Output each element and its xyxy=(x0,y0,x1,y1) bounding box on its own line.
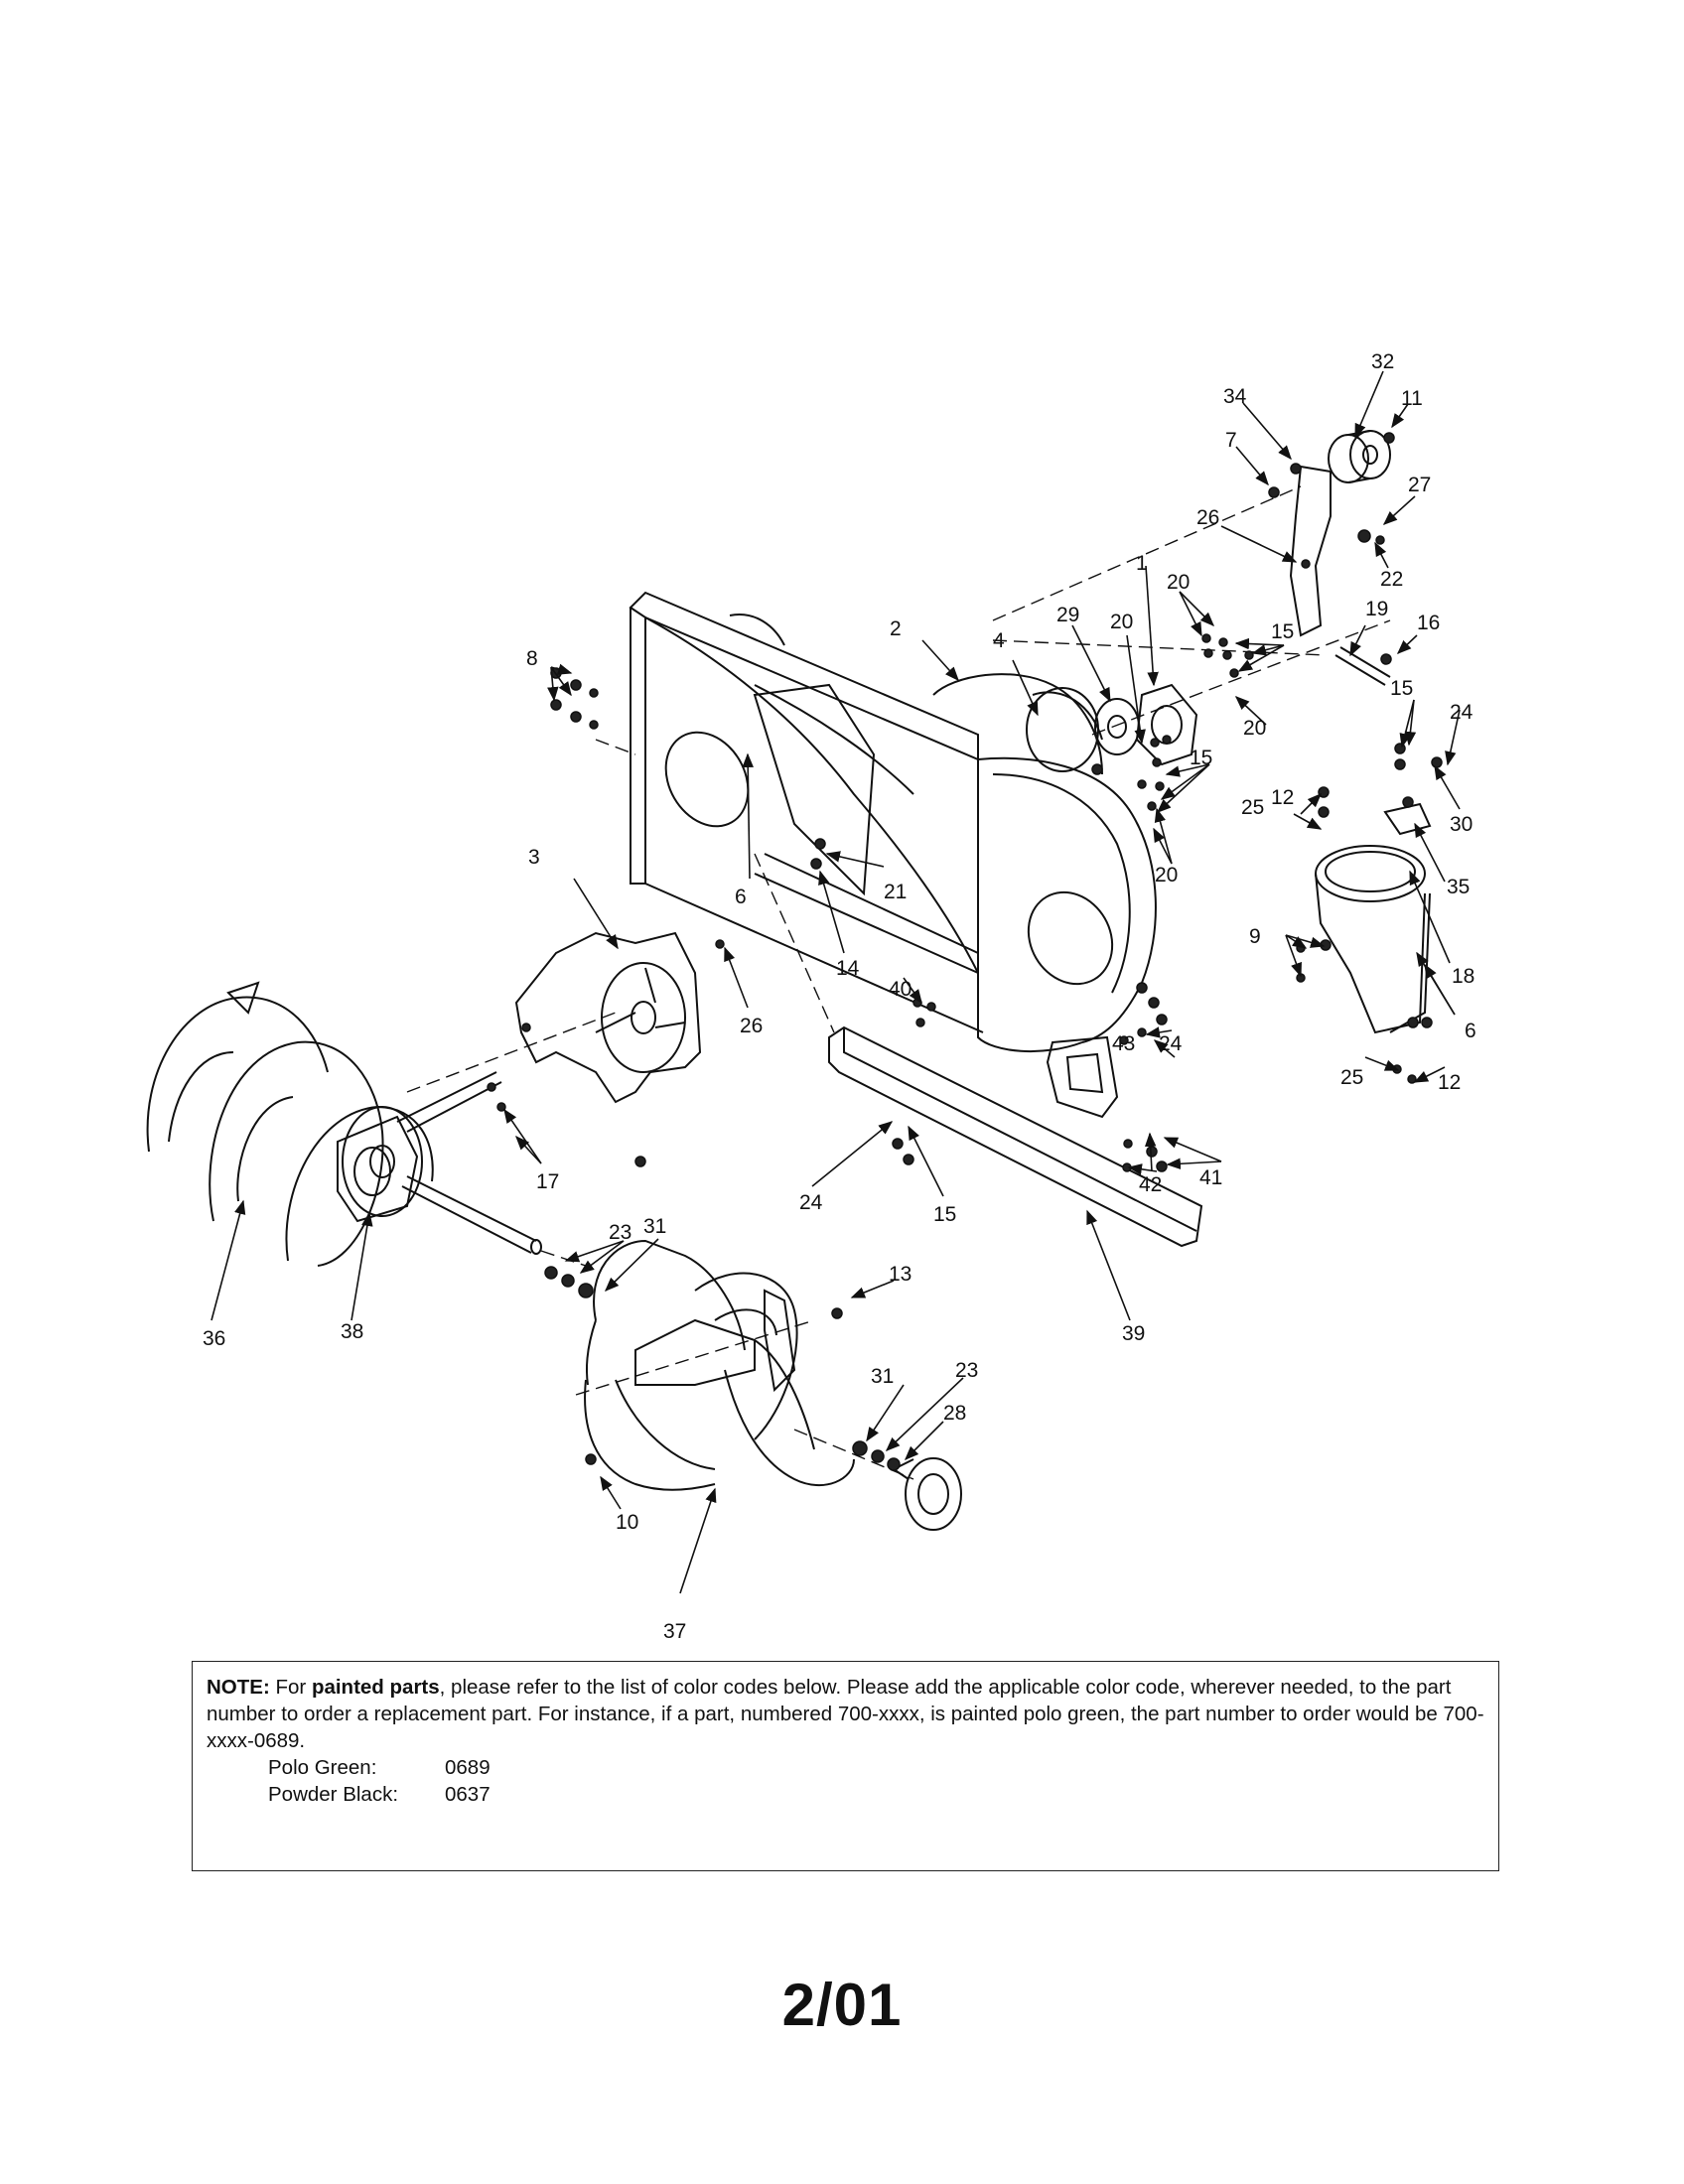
callout-6: 6 xyxy=(735,886,747,908)
callout-43: 43 xyxy=(1112,1032,1135,1055)
callout-29: 29 xyxy=(1056,604,1079,626)
callout-38: 38 xyxy=(341,1320,363,1343)
note-label: NOTE: xyxy=(207,1676,270,1699)
color-code-row: Powder Black: 0637 xyxy=(268,1781,1484,1808)
page-number: 2/01 xyxy=(781,1972,903,2038)
callout-18: 18 xyxy=(1452,965,1474,988)
left-auger xyxy=(146,981,434,1267)
leader-lines xyxy=(210,370,1461,1594)
color-code: 0689 xyxy=(445,1756,491,1779)
color-code-row: Polo Green: 0689 xyxy=(268,1754,1484,1781)
impeller-bearing-assembly xyxy=(1094,683,1198,766)
callout-39: 39 xyxy=(1122,1322,1145,1345)
callout-34: 34 xyxy=(1223,385,1247,408)
callout-13: 13 xyxy=(889,1263,912,1286)
color-code: 0637 xyxy=(445,1783,491,1806)
callout-labels: 32 34 11 7 27 26 22 1 20 19 29 20 15 16 … xyxy=(203,350,1476,1643)
callout-42: 42 xyxy=(1139,1173,1162,1196)
callout-2: 2 xyxy=(890,617,902,640)
callout-15: 15 xyxy=(1190,747,1212,769)
callout-37: 37 xyxy=(663,1620,686,1643)
callout-7: 7 xyxy=(1225,429,1237,452)
callout-40: 40 xyxy=(889,978,912,1001)
callout-27: 27 xyxy=(1408,474,1431,496)
callout-41: 41 xyxy=(1199,1166,1222,1189)
callout-21: 21 xyxy=(884,881,907,903)
callout-20: 20 xyxy=(1243,717,1266,740)
callout-15: 15 xyxy=(1390,677,1413,700)
shave-plate xyxy=(828,1025,1203,1248)
callout-35: 35 xyxy=(1447,876,1470,898)
callout-36: 36 xyxy=(203,1327,225,1350)
impeller xyxy=(514,931,702,1104)
note-paragraph: NOTE: For painted parts, please refer to… xyxy=(207,1674,1484,1754)
callout-31: 31 xyxy=(643,1215,666,1238)
callout-4: 4 xyxy=(993,629,1005,652)
callout-23: 23 xyxy=(955,1359,978,1382)
note-emphasis: painted parts xyxy=(311,1676,440,1699)
color-name: Polo Green: xyxy=(268,1756,377,1779)
callout-22: 22 xyxy=(1380,568,1403,591)
gear-box xyxy=(337,1115,419,1223)
idler-bracket-pulley xyxy=(1289,430,1391,686)
skid-shoe xyxy=(1046,1035,1119,1119)
callout-3: 3 xyxy=(528,846,540,869)
callout-9: 9 xyxy=(1249,925,1261,948)
callout-16: 16 xyxy=(1417,612,1440,634)
color-name: Powder Black: xyxy=(268,1783,399,1806)
callout-14: 14 xyxy=(836,957,860,980)
painted-parts-note: NOTE: For painted parts, please refer to… xyxy=(192,1661,1499,1871)
callout-24: 24 xyxy=(799,1191,823,1214)
callout-19: 19 xyxy=(1365,598,1388,620)
note-text: For xyxy=(269,1676,312,1699)
callout-23: 23 xyxy=(609,1221,632,1244)
note-text: , please refer to the list of color code… xyxy=(207,1676,1484,1752)
auger-housing xyxy=(629,591,1157,1052)
exploded-parts-diagram: 32 34 11 7 27 26 22 1 20 19 29 20 15 16 … xyxy=(146,350,1476,1643)
callout-25: 25 xyxy=(1241,796,1264,819)
callout-1: 1 xyxy=(1136,552,1148,575)
callout-24: 24 xyxy=(1450,701,1474,724)
hardware xyxy=(487,432,1443,1471)
callout-28: 28 xyxy=(943,1402,966,1425)
callout-6: 6 xyxy=(1465,1020,1476,1042)
callout-17: 17 xyxy=(536,1170,559,1193)
callout-26: 26 xyxy=(740,1015,763,1037)
auger-shaft xyxy=(396,1071,542,1255)
callout-20: 20 xyxy=(1167,571,1190,594)
callout-32: 32 xyxy=(1371,350,1394,373)
bearing-housing xyxy=(892,1457,962,1531)
callout-30: 30 xyxy=(1450,813,1473,836)
callout-12: 12 xyxy=(1271,786,1294,809)
callout-8: 8 xyxy=(526,647,538,670)
callout-20: 20 xyxy=(1155,864,1178,887)
callout-15: 15 xyxy=(1271,620,1294,643)
callout-26: 26 xyxy=(1196,506,1219,529)
callout-12: 12 xyxy=(1438,1071,1461,1094)
callout-31: 31 xyxy=(871,1365,894,1388)
callout-25: 25 xyxy=(1340,1066,1363,1089)
chute-adapter xyxy=(1315,802,1432,1034)
right-auger xyxy=(584,1239,855,1491)
callout-11: 11 xyxy=(1401,387,1423,410)
callout-15: 15 xyxy=(933,1203,956,1226)
callout-10: 10 xyxy=(616,1511,638,1534)
callout-24: 24 xyxy=(1159,1032,1183,1055)
callout-20: 20 xyxy=(1110,611,1133,633)
